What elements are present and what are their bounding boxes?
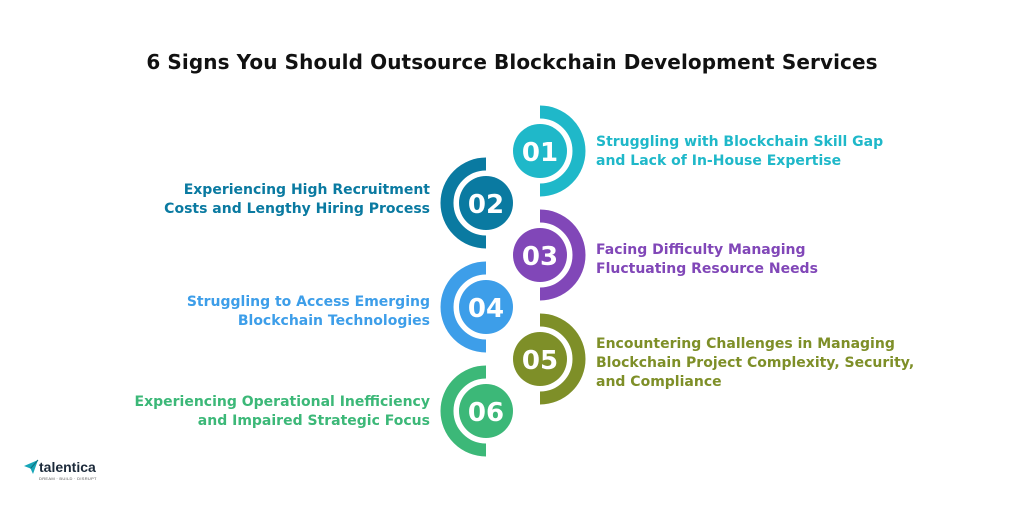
logo-tagline: DREAM · BUILD · DISRUPT bbox=[39, 476, 97, 481]
node-badge bbox=[459, 176, 513, 230]
step-label-line: Facing Difficulty Managing bbox=[596, 242, 806, 258]
node-badge bbox=[459, 280, 513, 334]
step-node-05: 05 bbox=[509, 328, 571, 390]
node-badge bbox=[513, 228, 567, 282]
logo-wordmark: talentica bbox=[39, 459, 96, 475]
step-label-line: and Compliance bbox=[596, 374, 722, 390]
step-node-01: 01 bbox=[509, 120, 571, 182]
step-label-01: Struggling with Blockchain Skill Gap and … bbox=[596, 133, 976, 171]
node-number: 05 bbox=[522, 346, 558, 376]
brand-logo: talentica DREAM · BUILD · DISRUPT bbox=[23, 459, 113, 485]
step-node-03: 03 bbox=[509, 224, 571, 286]
path-arc-06 bbox=[440, 365, 487, 457]
step-label-line: Blockchain Technologies bbox=[237, 313, 430, 329]
step-node-06: 06 bbox=[455, 380, 517, 442]
node-number: 01 bbox=[522, 138, 558, 168]
node-number: 06 bbox=[468, 398, 504, 428]
paper-plane-icon bbox=[24, 459, 39, 474]
path-arc-04 bbox=[440, 261, 487, 353]
path-arc-03 bbox=[539, 209, 586, 301]
path-arc-01 bbox=[539, 105, 586, 197]
path-arc-02 bbox=[440, 157, 487, 249]
page-title: 6 Signs You Should Outsource Blockchain … bbox=[146, 50, 878, 74]
step-label-line: Fluctuating Resource Needs bbox=[596, 261, 818, 277]
step-label-line: Experiencing Operational Inefficiency bbox=[134, 394, 430, 410]
step-label-line: Struggling to Access Emerging bbox=[186, 294, 430, 310]
step-node-02: 02 bbox=[455, 172, 517, 234]
path-arc-05 bbox=[539, 313, 586, 405]
step-node-04: 04 bbox=[455, 276, 517, 338]
step-label-line: and Impaired Strategic Focus bbox=[197, 413, 430, 429]
step-label-line: Experiencing High Recruitment bbox=[183, 182, 430, 198]
node-badge bbox=[513, 124, 567, 178]
step-label-line: Costs and Lengthy Hiring Process bbox=[164, 201, 430, 217]
step-label-line: Blockchain Project Complexity, Security, bbox=[596, 355, 915, 371]
node-badge bbox=[513, 332, 567, 386]
step-label-line: and Lack of In-House Expertise bbox=[596, 153, 842, 169]
step-label-line: Struggling with Blockchain Skill Gap bbox=[596, 134, 884, 150]
node-badge bbox=[459, 384, 513, 438]
step-label-line: Encountering Challenges in Managing bbox=[596, 336, 895, 352]
node-number: 03 bbox=[522, 242, 558, 272]
node-number: 02 bbox=[468, 190, 504, 220]
node-number: 04 bbox=[468, 294, 504, 324]
step-label-06: Experiencing Operational Inefficiency and… bbox=[60, 393, 430, 431]
